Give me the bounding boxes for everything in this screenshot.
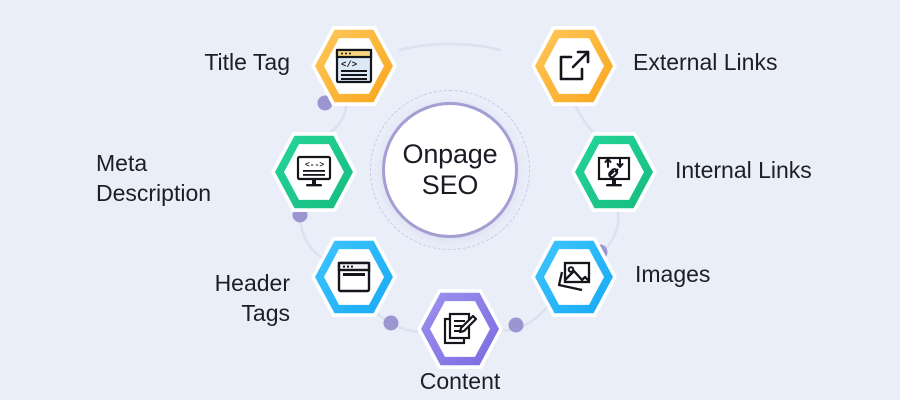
label-images: Images	[635, 261, 711, 287]
node-content[interactable]	[417, 286, 503, 372]
label-content: Content	[419, 368, 501, 394]
label-external-links: External Links	[633, 49, 778, 75]
connector-dot-upper-left	[317, 95, 333, 111]
code-browser-window-icon: </>	[311, 23, 397, 109]
svg-text:</>: </>	[341, 60, 357, 70]
label-header-tags: Header Tags	[214, 270, 290, 326]
connector-dot-bottom-left	[383, 315, 399, 331]
hub-title-line-2: SEO	[421, 170, 479, 200]
connector-title-external	[398, 42, 502, 52]
svg-text:<-->: <-->	[305, 161, 324, 170]
monitor-code-icon: <-->	[271, 129, 357, 215]
label-title-tag: Title Tag	[204, 49, 290, 75]
node-title-tag[interactable]: </>	[311, 23, 397, 109]
connector-dot-bottom-right	[508, 317, 524, 333]
center-hub: Onpage SEO	[370, 90, 530, 250]
node-images[interactable]	[531, 234, 617, 320]
label-meta-description: Meta Description	[96, 150, 212, 206]
photo-image-icon	[531, 234, 617, 320]
connector-content-images	[498, 306, 548, 332]
node-external-links[interactable]	[531, 23, 617, 109]
node-meta-description[interactable]: <-->	[271, 129, 357, 215]
monitor-chain-link-icon	[571, 129, 657, 215]
node-internal-links[interactable]	[571, 129, 657, 215]
browser-header-bar-icon	[311, 234, 397, 320]
document-pencil-icon	[417, 286, 503, 372]
label-internal-links: Internal Links	[675, 157, 812, 183]
hub-disc: Onpage SEO	[382, 102, 518, 238]
hub-title-line-1: Onpage	[402, 139, 498, 169]
external-link-arrow-icon	[531, 23, 617, 109]
node-header-tags[interactable]	[311, 234, 397, 320]
hub-dashed-ring	[370, 90, 530, 250]
